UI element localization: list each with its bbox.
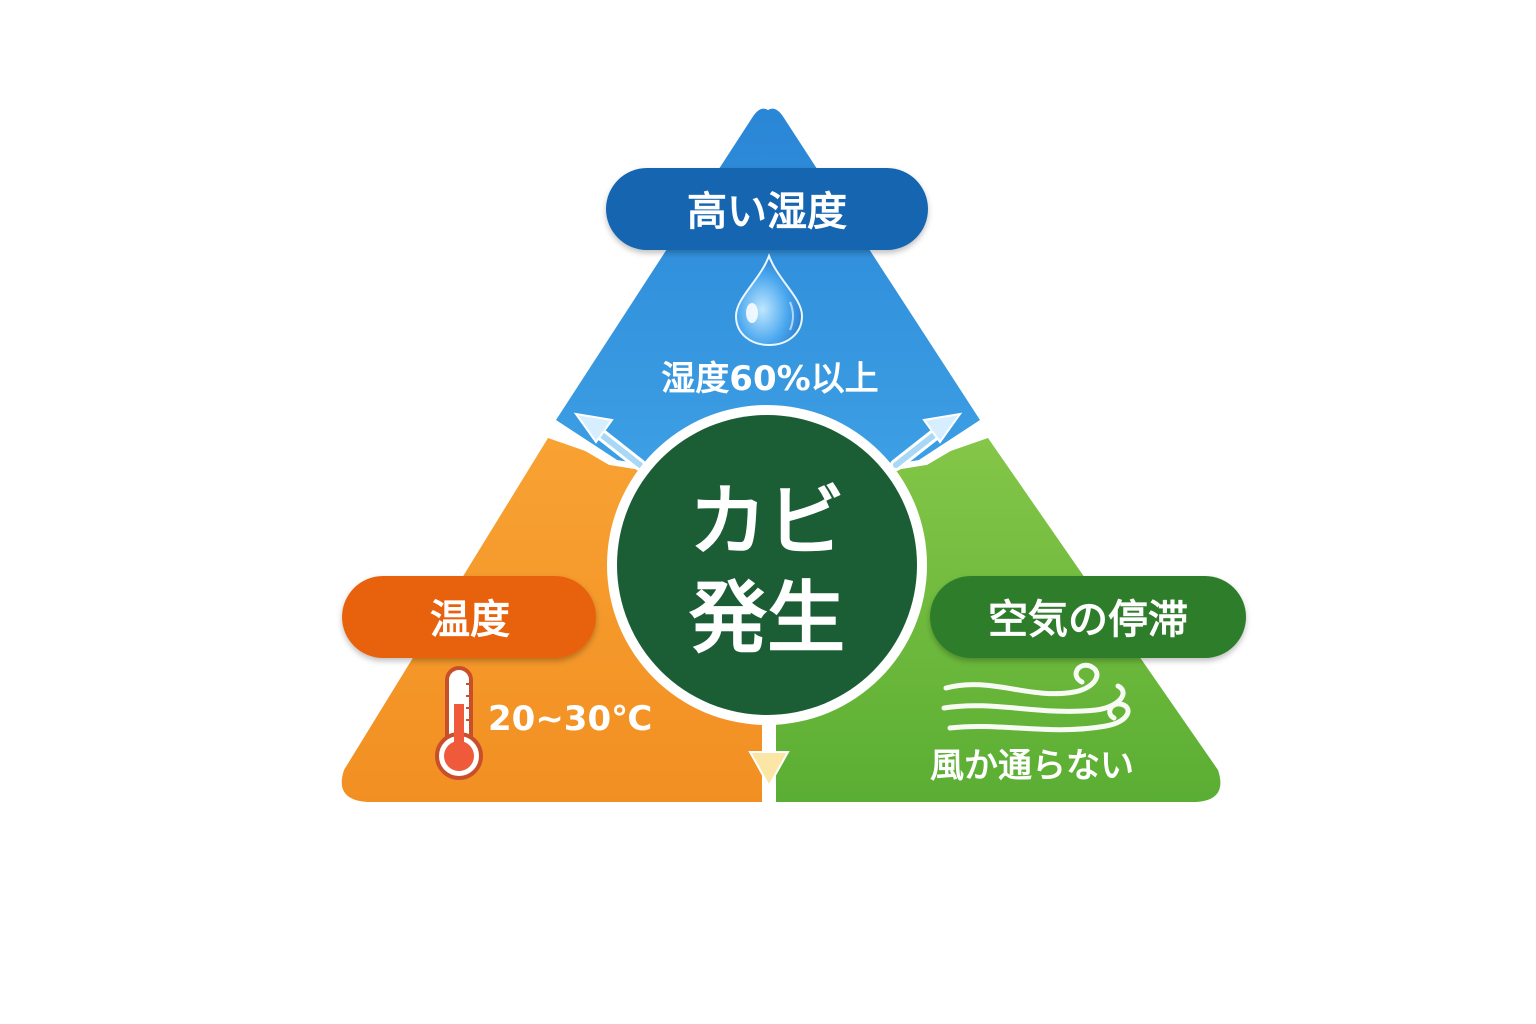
airflow-title: 空気の停滞 [988, 597, 1188, 643]
thermometer-icon [435, 666, 483, 780]
center-circle [607, 405, 927, 725]
water-drop-icon [734, 253, 804, 347]
humidity-detail: 湿度60%以上 [661, 359, 878, 399]
temperature-label-pill [342, 576, 596, 658]
temperature-title: 温度 [430, 597, 510, 643]
humidity-label-pill [606, 168, 928, 250]
center-title-line1: カビ [689, 477, 845, 567]
arrow-to-humidity-left [573, 412, 646, 471]
arrow-to-humidity-right [890, 412, 963, 471]
center-title-line2: 発生 [688, 574, 845, 664]
wind-icon [941, 662, 1131, 733]
airflow-label-pill [930, 576, 1246, 658]
temperature-detail: 20~30℃ [488, 699, 652, 739]
humidity-title: 高い湿度 [687, 189, 847, 235]
airflow-detail: 風か通らない [930, 746, 1134, 786]
